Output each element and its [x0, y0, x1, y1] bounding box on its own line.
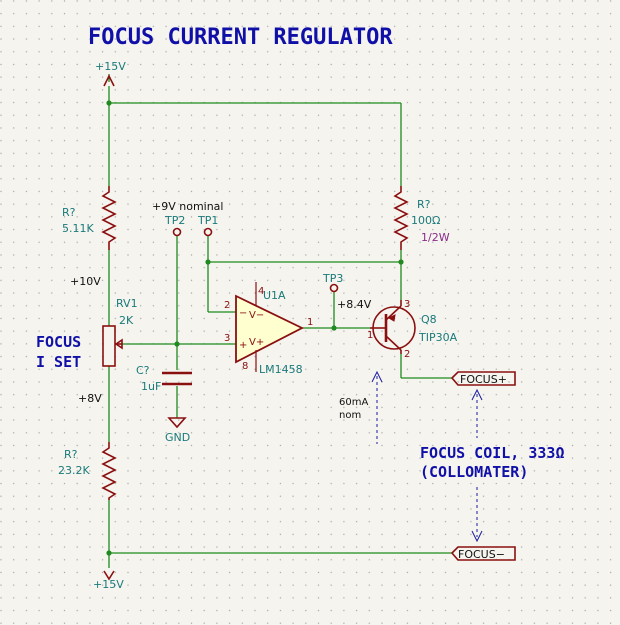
transistor-q8: Q8 TIP30A 1 3 2 — [367, 299, 458, 360]
resistor-r-bottom: R? 23.2K — [58, 442, 117, 500]
opamp-pin-out: 1 — [307, 317, 313, 328]
transistor-part: TIP30A — [418, 331, 458, 344]
voltage-8v: +8V — [78, 392, 102, 405]
focus-plus-connector: FOCUS+ — [450, 371, 516, 386]
focus-minus-connector: FOCUS− — [450, 546, 516, 561]
resistor-r-top: R? 5.11K — [62, 186, 117, 250]
testpoint-tp3: TP3 — [322, 272, 343, 293]
r-bottom-value: 23.2K — [58, 464, 90, 477]
focus-set-label-2: I SET — [36, 353, 81, 371]
ground-symbol: GND — [165, 417, 190, 444]
power-top-label: +15V — [95, 60, 126, 73]
capacitor: C? 1uF — [136, 364, 192, 393]
pot-ref: RV1 — [116, 297, 138, 310]
r-top-ref: R? — [62, 206, 76, 219]
opamp-vplus-symbol: V+ — [249, 337, 264, 348]
r-sense-value: 100Ω — [411, 214, 440, 227]
current-arrow: 60mA nom — [339, 370, 383, 444]
r-sense-ref: R? — [417, 198, 431, 211]
cap-ref: C? — [136, 364, 150, 377]
pot-value: 2K — [119, 314, 134, 327]
transistor-pin-c: 2 — [404, 349, 410, 360]
power-top-symbol: +15V — [95, 60, 126, 87]
cap-value: 1uF — [141, 380, 161, 393]
ground-label: GND — [165, 431, 190, 444]
coil-label-2: (COLLOMATER) — [420, 463, 528, 481]
transistor-pin-e: 3 — [404, 299, 410, 310]
focus-minus-label: FOCUS− — [458, 548, 505, 561]
opamp-part: LM1458 — [259, 363, 303, 376]
opamp-plus-symbol: + — [239, 340, 247, 351]
diagram-title: FOCUS CURRENT REGULATOR — [88, 25, 393, 50]
focus-plus-label: FOCUS+ — [460, 373, 507, 386]
power-bottom-symbol: +15V — [93, 552, 124, 591]
opamp-pin-inv: 2 — [224, 300, 230, 311]
r-sense-power: 1/2W — [421, 231, 450, 244]
resistor-r-sense: R? 100Ω 1/2W — [393, 186, 450, 250]
junctions — [106, 100, 404, 556]
voltage-9v-nominal: +9V nominal — [152, 200, 223, 213]
voltage-8-4v: +8.4V — [337, 298, 372, 311]
tp3-label: TP3 — [322, 272, 343, 285]
focus-set-label-1: FOCUS — [36, 333, 81, 351]
transistor-ref: Q8 — [421, 313, 437, 326]
testpoint-tp1: TP1 — [197, 214, 218, 237]
r-top-value: 5.11K — [62, 222, 94, 235]
opamp-vminus-symbol: V− — [249, 310, 264, 321]
opamp-pin-noninv: 3 — [224, 333, 230, 344]
opamp-pin-vpos: 8 — [242, 361, 248, 372]
tp2-label: TP2 — [164, 214, 185, 227]
tp1-label: TP1 — [197, 214, 218, 227]
testpoint-tp2: TP2 — [164, 214, 185, 237]
potentiometer-rv1: RV1 2K — [102, 297, 138, 367]
voltage-10v: +10V — [70, 275, 101, 288]
opamp-minus-symbol: − — [239, 308, 247, 319]
coil-label-1: FOCUS COIL, 333Ω — [420, 444, 565, 462]
power-bottom-label: +15V — [93, 578, 124, 591]
transistor-pin-b: 1 — [367, 330, 373, 341]
coil-arrows — [471, 388, 483, 543]
opamp-ref: U1A — [263, 289, 286, 302]
r-bottom-ref: R? — [64, 448, 78, 461]
opamp-pin-vneg: 4 — [258, 286, 264, 297]
opamp-u1a: U1A LM1458 2 3 1 4 8 − + V− V+ — [224, 282, 313, 376]
current-note-2: nom — [339, 410, 361, 421]
current-note-1: 60mA — [339, 397, 368, 408]
